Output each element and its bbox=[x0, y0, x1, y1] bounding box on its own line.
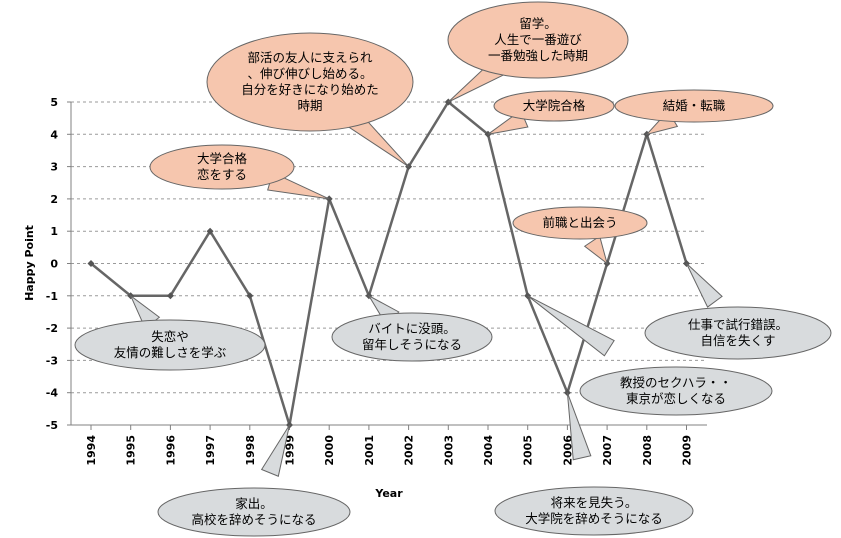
x-tick-label: 2001 bbox=[363, 435, 376, 466]
data-point bbox=[87, 260, 95, 267]
callout-text-line: 友情の難しさを学ぶ bbox=[114, 345, 227, 360]
callout-text-line: 大学合格 bbox=[197, 151, 248, 166]
callout-text-line: バイトに没頭。 bbox=[368, 321, 456, 336]
callout-text-line: 部活の友人に支えられ bbox=[247, 50, 373, 65]
x-tick-label: 2008 bbox=[641, 435, 654, 466]
callout-tail bbox=[566, 392, 592, 461]
x-tick-label: 1994 bbox=[85, 435, 98, 466]
x-tick-label: 1997 bbox=[204, 435, 217, 466]
callout-2009: 仕事で試行錯誤。自信を失くす bbox=[644, 263, 832, 360]
callout-text-line: 留年しそうになる bbox=[362, 337, 462, 352]
x-tick-label: 1999 bbox=[284, 435, 297, 466]
callout-text-line: 前職と出会う bbox=[542, 215, 617, 230]
callout-bubble-fill bbox=[208, 34, 412, 130]
x-tick-label: 2002 bbox=[403, 435, 416, 466]
callout-bubble-fill bbox=[646, 308, 830, 358]
y-tick-label: -3 bbox=[46, 354, 58, 367]
x-tick-label: 2005 bbox=[522, 435, 535, 466]
callout-text-line: 将来を見失う。 bbox=[551, 495, 638, 510]
callout-text-line: 時期 bbox=[297, 98, 322, 113]
callout-text-line: 、伸び伸びし始める。 bbox=[247, 66, 372, 81]
callout-2008: 結婚・転職 bbox=[614, 89, 774, 136]
y-tick-label: -5 bbox=[46, 419, 58, 432]
callout-text-line: 自分を好きになり始めた bbox=[241, 82, 379, 97]
x-tick-label: 2004 bbox=[482, 435, 495, 466]
x-axis-title: Year bbox=[374, 487, 403, 500]
x-tick-label: 2009 bbox=[681, 435, 694, 466]
callout-bubble-fill bbox=[76, 321, 264, 369]
callout-tail bbox=[583, 235, 608, 265]
x-tick-label: 1998 bbox=[244, 435, 257, 466]
callout-text-line: 家出。 bbox=[235, 496, 273, 511]
y-tick-label: -2 bbox=[46, 322, 58, 335]
y-axis-title: Happy Point bbox=[23, 225, 36, 301]
callout-2007: 前職と出会う bbox=[512, 206, 648, 265]
callout-bubble-fill bbox=[514, 208, 646, 238]
data-point bbox=[166, 292, 174, 300]
callout-tail bbox=[686, 263, 723, 308]
callout-bubble-fill bbox=[616, 91, 772, 121]
y-tick-label: 0 bbox=[50, 258, 58, 271]
x-tick-label: 2003 bbox=[442, 435, 455, 466]
y-tick-label: 5 bbox=[50, 96, 58, 109]
callout-2004: 大学院合格 bbox=[487, 90, 615, 135]
callout-tail bbox=[260, 424, 290, 477]
callout-text-line: 仕事で試行錯誤。 bbox=[688, 317, 788, 332]
x-tick-label: 2007 bbox=[601, 435, 614, 466]
callout-bubble-fill bbox=[151, 146, 293, 188]
data-point bbox=[206, 227, 214, 235]
callout-bubble-fill bbox=[333, 314, 491, 360]
callout-text-line: 恋をする bbox=[197, 167, 247, 182]
callout-bubble-fill bbox=[495, 92, 613, 120]
callout-2001: バイトに没頭。留年しそうになる bbox=[331, 294, 493, 362]
callout-text-line: 一番勉強した時期 bbox=[488, 48, 588, 63]
callout-bubble-fill bbox=[581, 368, 771, 414]
y-tick-label: 4 bbox=[50, 128, 58, 141]
callout-text-line: 東京が恋しくなる bbox=[626, 391, 726, 406]
y-tick-label: -4 bbox=[46, 387, 59, 400]
callout-2005: 教授のセクハラ・・東京が恋しくなる bbox=[527, 295, 773, 416]
callout-text-line: 教授のセクハラ・・ bbox=[620, 375, 732, 390]
y-tick-label: 2 bbox=[50, 193, 58, 206]
y-tick-label: 1 bbox=[50, 225, 58, 238]
callout-text-line: 留学。 bbox=[519, 16, 557, 31]
callout-bubble-fill bbox=[449, 3, 627, 77]
y-tick-label: 3 bbox=[50, 161, 58, 174]
callout-bubble-fill bbox=[159, 489, 349, 535]
callout-text-line: 人生で一番遊び bbox=[494, 32, 582, 47]
axis-layer: 5 4 3 2 1 0 -1 -2 -3 -4 -5 1994 1995 1996 1997 1998 1999… bbox=[46, 96, 707, 466]
callout-text-line: 高校を辞めそうになる bbox=[191, 512, 316, 527]
callout-1999: 家出。高校を辞めそうになる bbox=[157, 424, 351, 537]
callout-text-line: 結婚・転職 bbox=[663, 98, 726, 113]
callout-text-line: 自信を失くす bbox=[700, 333, 775, 348]
callout-text-line: 失恋や bbox=[151, 329, 189, 344]
x-tick-label: 2006 bbox=[561, 435, 574, 466]
y-tick-label: -1 bbox=[46, 290, 58, 303]
callout-text-line: 大学院合格 bbox=[523, 98, 586, 113]
x-tick-label: 2000 bbox=[323, 435, 336, 466]
callout-2006: 将来を見失う。大学院を辞めそうになる bbox=[494, 392, 694, 536]
x-tick-label: 1996 bbox=[164, 435, 177, 466]
callout-tail bbox=[527, 295, 615, 357]
callout-bubble-fill bbox=[496, 488, 692, 534]
data-point bbox=[246, 292, 254, 300]
x-tick-label: 1995 bbox=[125, 435, 138, 466]
callout-text-line: 大学院を辞めそうになる bbox=[525, 511, 663, 526]
